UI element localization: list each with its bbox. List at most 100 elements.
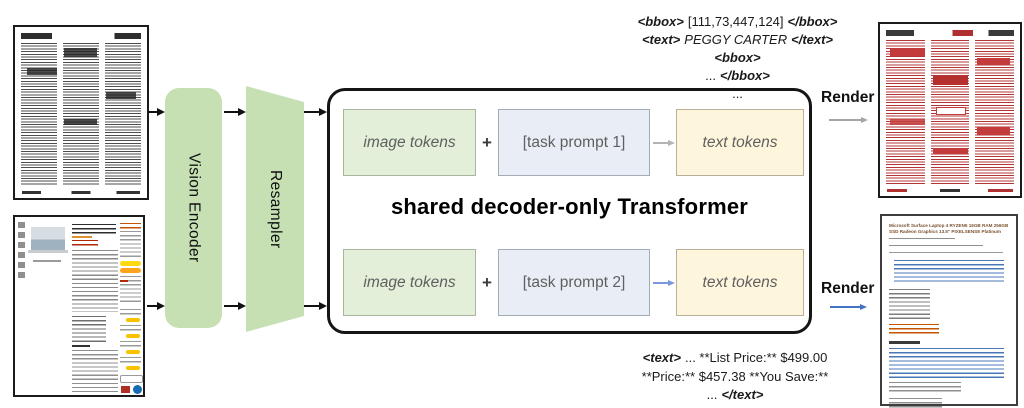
ocr-line-1: <bbox>[111,73,447,124]</bbox> (615, 13, 860, 31)
flow-arrow-resampler-to-transformer (304, 111, 319, 113)
transformer-label: shared decoder-only Transformer (390, 194, 749, 219)
md-line-3: ...</text> (600, 386, 870, 405)
ocr-footer-lines (887, 189, 1013, 192)
text-column (21, 43, 57, 186)
text-close-tag: </text> (791, 32, 834, 47)
task-prompt-box-2: [task prompt 2] (498, 249, 650, 316)
dark-paragraph-block (63, 47, 97, 57)
render-label-top: Render (821, 89, 875, 106)
resampler-block: Resampler (246, 86, 304, 332)
markdown-output-text: <text>... **List Price:** $499.00 **Pric… (600, 349, 870, 405)
md-paragraph-lines (889, 238, 955, 243)
prompt-to-text-arrow-gray (653, 142, 668, 144)
description-lines (72, 250, 118, 312)
md-line-2: **Price:** $457.38 **You Save:** (600, 368, 870, 387)
ocr-line-2: <text>PEGGY CARTER</text> <bbox> (615, 31, 860, 67)
text-open-tag: <text> (642, 350, 681, 365)
bbox-coordinates: [111,73,447,124] (687, 14, 784, 29)
document-header-lines (21, 33, 141, 39)
red-bounding-box (936, 106, 966, 115)
md-line-1: <text>... **List Price:** $499.00 (600, 349, 870, 368)
transformer-box: image tokens + [task prompt 1] text toke… (327, 88, 812, 334)
bullet-list-lines (72, 350, 118, 394)
document-footer-lines (22, 191, 140, 194)
dark-paragraph-block (63, 119, 97, 126)
text-tokens-box-1: text tokens (676, 109, 804, 176)
laptop-base (28, 250, 68, 253)
plus-sign-2: + (482, 272, 492, 292)
bbox-close-tag: </bbox> (719, 68, 770, 83)
ocr-line-3: ...</bbox> (615, 67, 860, 85)
image-tokens-box-2: image tokens (343, 249, 476, 316)
price-lines (72, 240, 98, 247)
document-text-columns (21, 43, 141, 186)
promo-button (126, 334, 140, 338)
flow-arrow-doc-to-encoder (149, 111, 157, 113)
red-ocr-block (976, 58, 1011, 66)
promo-button (126, 366, 140, 370)
red-ocr-block (933, 75, 969, 85)
red-ocr-block (976, 127, 1011, 136)
task-prompt-box-1: [task prompt 1] (498, 109, 650, 176)
quantity-dropdown (120, 375, 143, 383)
vision-encoder-label: Vision Encoder (185, 153, 203, 263)
buybox-header-lines (120, 223, 141, 229)
md-paragraph-lines (889, 245, 983, 250)
dark-paragraph-block (26, 68, 58, 76)
markdown-list-price: ... **List Price:** $499.00 (684, 350, 828, 365)
text-tokens-box-2: text tokens (676, 249, 804, 316)
flow-arrow-encoder-to-resampler (224, 111, 238, 113)
ellipsis: ... (732, 86, 743, 101)
image-tokens-box-1: image tokens (343, 109, 476, 176)
text-open-tag: <text> (641, 32, 681, 47)
render-label-bottom: Render (821, 280, 875, 297)
ocr-header-lines (886, 30, 1014, 36)
md-paragraph-lines (889, 397, 942, 408)
markdown-price: **Price:** $457.38 **You Save:** (641, 368, 829, 384)
markdown-page-title: Microsoft Surface Laptop 4 RYZEN5 16GB R… (889, 223, 1009, 235)
resampler-label: Resampler (267, 169, 284, 249)
text-column (63, 43, 99, 186)
flow-arrow-web-to-encoder (147, 305, 157, 307)
input-scanned-document-thumbnail (13, 25, 149, 200)
add-to-cart-button (120, 261, 141, 266)
rating-stars-line (72, 236, 92, 238)
hp-logo-circle (133, 385, 142, 394)
red-ocr-block (889, 48, 925, 57)
about-heading-line (72, 345, 90, 347)
bbox-open-tag: <bbox> (714, 50, 761, 65)
buybox-detail-lines (120, 276, 141, 304)
output-markdown-render-thumbnail: Microsoft Surface Laptop 4 RYZEN5 16GB R… (880, 214, 1018, 408)
md-section-heading (889, 341, 921, 344)
render-arrow-gray (829, 119, 861, 121)
zoom-hint-line (33, 260, 61, 262)
laptop-product-image (31, 227, 65, 250)
md-paragraph-lines (889, 252, 1003, 257)
md-link-lines (889, 324, 940, 337)
bbox-open-tag: <bbox> (637, 14, 684, 29)
input-webpage-screenshot-thumbnail (13, 215, 145, 397)
text-column (105, 43, 141, 186)
promo-lines (120, 325, 141, 333)
price-dash (120, 280, 128, 282)
image-gallery-strip (18, 222, 25, 280)
promo-lines (120, 341, 141, 349)
vision-encoder-block: Vision Encoder (165, 88, 222, 328)
brand-logo-red (121, 386, 130, 393)
ocr-line-4: ... (615, 85, 860, 103)
ocr-output-text: <bbox>[111,73,447,124]</bbox> <text>PEGG… (615, 13, 860, 103)
red-ocr-block (889, 118, 925, 125)
flow-arrow-resampler-to-transformer (304, 305, 319, 307)
plus-sign-1: + (482, 132, 492, 152)
ellipsis: ... (705, 68, 716, 83)
output-ocr-render-thumbnail (878, 22, 1022, 198)
dark-paragraph-block (106, 91, 137, 99)
buybox-text-lines (120, 231, 141, 258)
render-arrow-blue (830, 306, 860, 308)
md-spec-lines (889, 289, 930, 322)
promo-button (126, 350, 140, 354)
promo-lines (120, 309, 141, 317)
ocr-recognized-text: PEGGY CARTER (684, 32, 788, 47)
red-text-column (886, 40, 925, 184)
